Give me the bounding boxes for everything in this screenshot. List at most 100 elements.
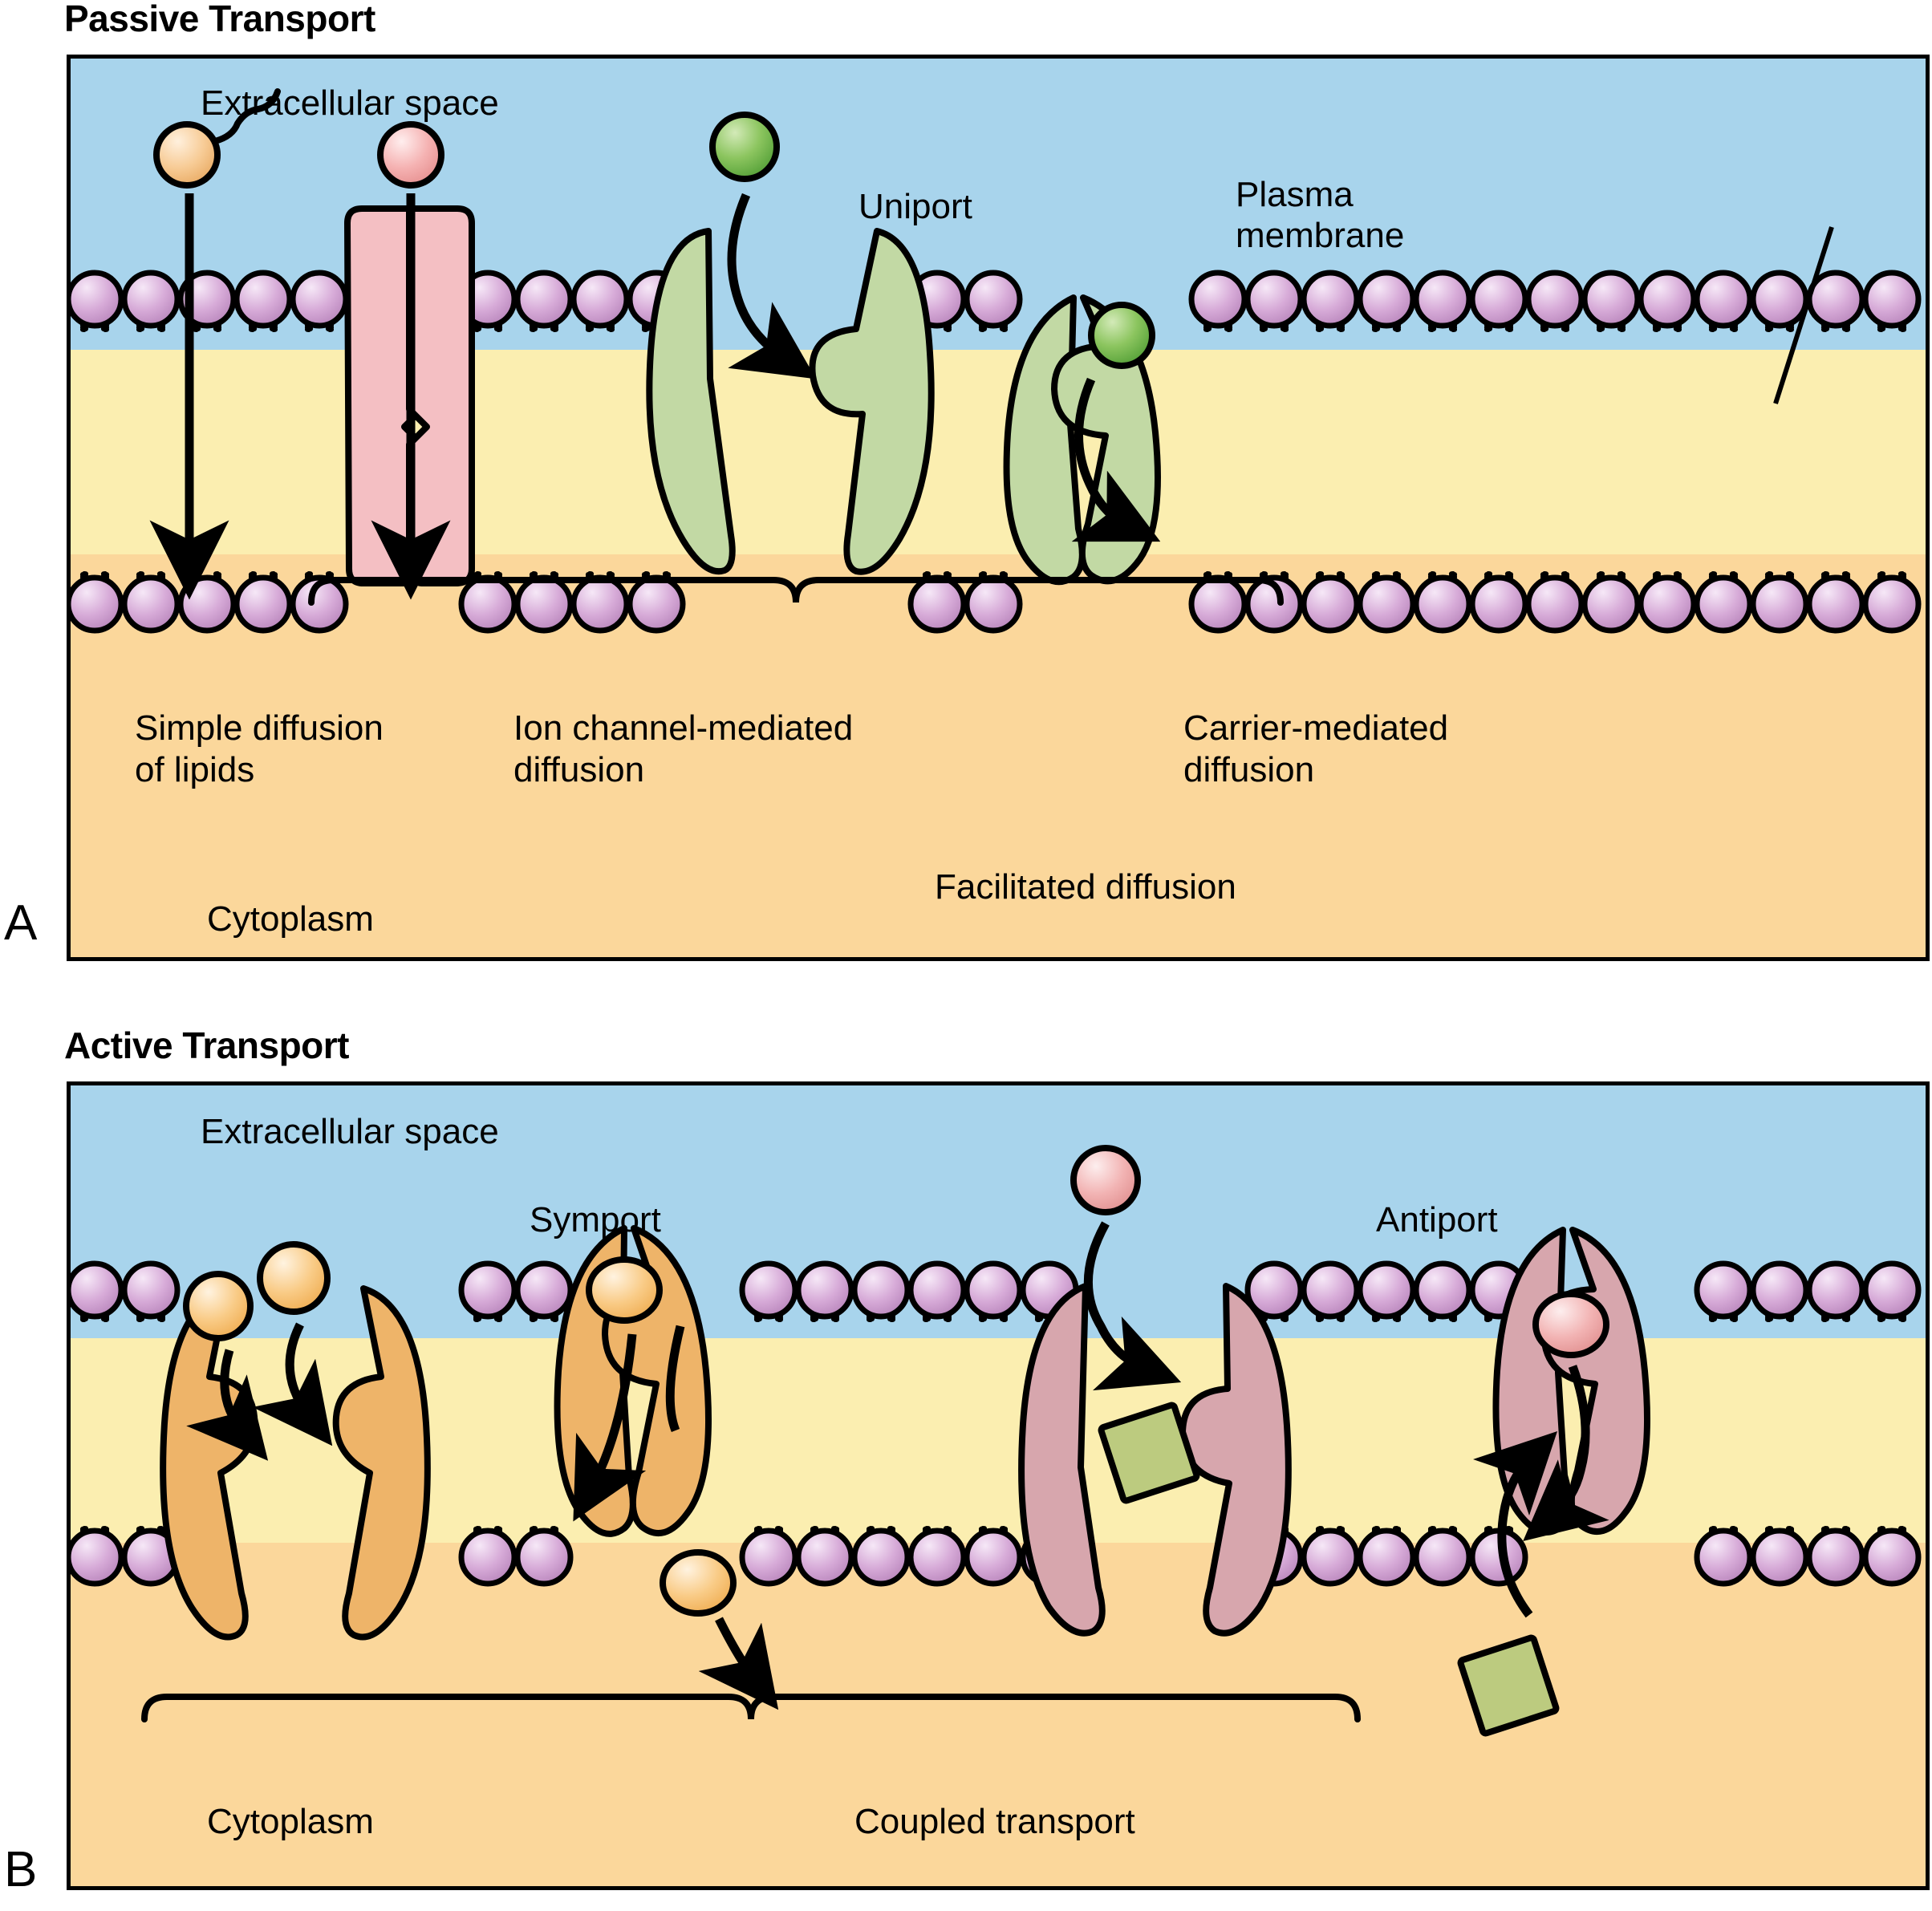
- phospholipid-icon: [1862, 270, 1922, 329]
- phospholipid-icon: [1862, 1260, 1922, 1320]
- symport-protein-occluded-icon: [554, 1225, 712, 1537]
- extracellular-label-b: Extracellular space: [201, 1112, 499, 1151]
- phospholipid-icon: [1188, 574, 1248, 634]
- phospholipid-icon: [514, 1528, 574, 1587]
- phospholipid-icon: [290, 574, 349, 634]
- phospholipid-icon: [570, 270, 630, 329]
- phospholipid-icon: [1806, 1260, 1865, 1320]
- phospholipid-icon: [71, 1528, 124, 1587]
- symport-label: Symport: [530, 1200, 661, 1240]
- phospholipid-icon: [1694, 574, 1753, 634]
- phospholipid-icon: [907, 574, 967, 634]
- phospholipid-icon: [514, 270, 574, 329]
- phospholipid-icon: [233, 270, 293, 329]
- phospholipid-icon: [907, 1260, 967, 1320]
- panel-b-graphics: [71, 1145, 1922, 1737]
- phospholipid-icon: [851, 1260, 911, 1320]
- panel-a-graphics: [71, 88, 1922, 634]
- phospholipid-icon: [121, 270, 181, 329]
- phospholipid-icon: [71, 270, 124, 329]
- solute-sphere-icon: [660, 1549, 737, 1617]
- phospholipid-icon: [233, 574, 293, 634]
- phospholipid-icon: [514, 574, 574, 634]
- facilitated-diffusion-brace-icon: [308, 577, 1284, 606]
- phospholipid-icon: [177, 574, 237, 634]
- phospholipid-icon: [1469, 270, 1528, 329]
- phospholipid-icon: [1244, 270, 1304, 329]
- carrier-diffusion-label: Carrier-mediated diffusion: [1183, 708, 1449, 789]
- phospholipid-icon: [514, 1260, 574, 1320]
- phospholipid-icon: [1638, 574, 1697, 634]
- phospholipid-icon: [964, 1528, 1023, 1587]
- phospholipid-icon: [458, 1260, 518, 1320]
- coupled-transport-brace-icon: [141, 1694, 1361, 1722]
- phospholipid-icon: [739, 1528, 798, 1587]
- phospholipid-icon: [1357, 1528, 1416, 1587]
- phospholipid-icon: [1638, 270, 1697, 329]
- phospholipid-icon: [1413, 1528, 1472, 1587]
- phospholipid-icon: [1188, 270, 1248, 329]
- solute-sphere-icon: [1070, 1145, 1141, 1215]
- solute-sphere-icon: [257, 1241, 331, 1315]
- phospholipid-icon: [1413, 270, 1472, 329]
- phospholipid-icon: [121, 1260, 181, 1320]
- phospholipid-icon: [1862, 1528, 1922, 1587]
- ion-channel-diffusion-label: Ion channel-mediated diffusion: [513, 708, 854, 789]
- plasma-membrane-leader-line-icon: [1773, 226, 1834, 404]
- panel-a-title: Passive Transport: [64, 0, 375, 39]
- energy-square-icon: [1457, 1634, 1560, 1737]
- phospholipid-icon: [1301, 1260, 1360, 1320]
- panel-a-figure: [67, 55, 1930, 961]
- phospholipid-icon: [458, 1528, 518, 1587]
- coupled-transport-label: Coupled transport: [854, 1802, 1135, 1841]
- phospholipid-icon: [1581, 574, 1641, 634]
- panel-b-title: Active Transport: [64, 1024, 350, 1066]
- antiport-protein-open-icon: [1018, 1283, 1292, 1637]
- phospholipid-icon: [739, 1260, 798, 1320]
- phospholipid-icon: [1244, 574, 1304, 634]
- phospholipid-icon: [1301, 270, 1360, 329]
- phospholipid-icon: [1301, 1528, 1360, 1587]
- ion-channel-protein-icon: [344, 205, 475, 586]
- phospholipid-icon: [1357, 270, 1416, 329]
- phospholipid-icon: [1694, 1260, 1753, 1320]
- simple-diffusion-label: Simple diffusion of lipids: [135, 708, 384, 789]
- panel-b-letter: B: [4, 1842, 38, 1897]
- panel-b-figure: [67, 1081, 1930, 1890]
- phospholipid-icon: [1244, 1260, 1304, 1320]
- phospholipid-icon: [1806, 1528, 1865, 1587]
- phospholipid-icon: [964, 1260, 1023, 1320]
- phospholipid-icon: [1750, 574, 1809, 634]
- phospholipid-icon: [795, 1260, 854, 1320]
- antiport-label: Antiport: [1376, 1200, 1498, 1240]
- uniport-entry-arrow-icon: [727, 193, 817, 379]
- phospholipid-icon: [570, 574, 630, 634]
- facilitated-diffusion-label: Facilitated diffusion: [935, 867, 1236, 907]
- phospholipid-icon: [1862, 574, 1922, 634]
- extracellular-label-a: Extracellular space: [201, 83, 499, 123]
- phospholipid-icon: [121, 574, 181, 634]
- phospholipid-icon: [290, 270, 349, 329]
- phospholipid-icon: [627, 574, 686, 634]
- phospholipid-icon: [964, 574, 1023, 634]
- cytoplasm-label-b: Cytoplasm: [207, 1802, 374, 1841]
- phospholipid-icon: [1581, 270, 1641, 329]
- phospholipid-icon: [1413, 574, 1472, 634]
- cytoplasm-label-a: Cytoplasm: [207, 899, 374, 939]
- phospholipid-icon: [71, 574, 124, 634]
- solute-sphere-icon: [183, 1271, 254, 1341]
- phospholipid-icon: [71, 1260, 124, 1320]
- ion-solute-icon: [377, 121, 444, 189]
- lipid-molecule-icon: [153, 88, 281, 189]
- phospholipid-icon: [1525, 574, 1585, 634]
- phospholipid-icon: [1694, 270, 1753, 329]
- energy-square-icon: [1098, 1402, 1200, 1504]
- phospholipid-icon: [795, 1528, 854, 1587]
- phospholipid-icon: [964, 270, 1023, 329]
- uniport-exit-arrow-icon: [1071, 377, 1161, 542]
- phospholipid-icon: [1357, 1260, 1416, 1320]
- phospholipid-icon: [1750, 270, 1809, 329]
- phospholipid-icon: [1301, 574, 1360, 634]
- phospholipid-icon: [1357, 574, 1416, 634]
- plasma-membrane-label: Plasma membrane: [1236, 175, 1405, 255]
